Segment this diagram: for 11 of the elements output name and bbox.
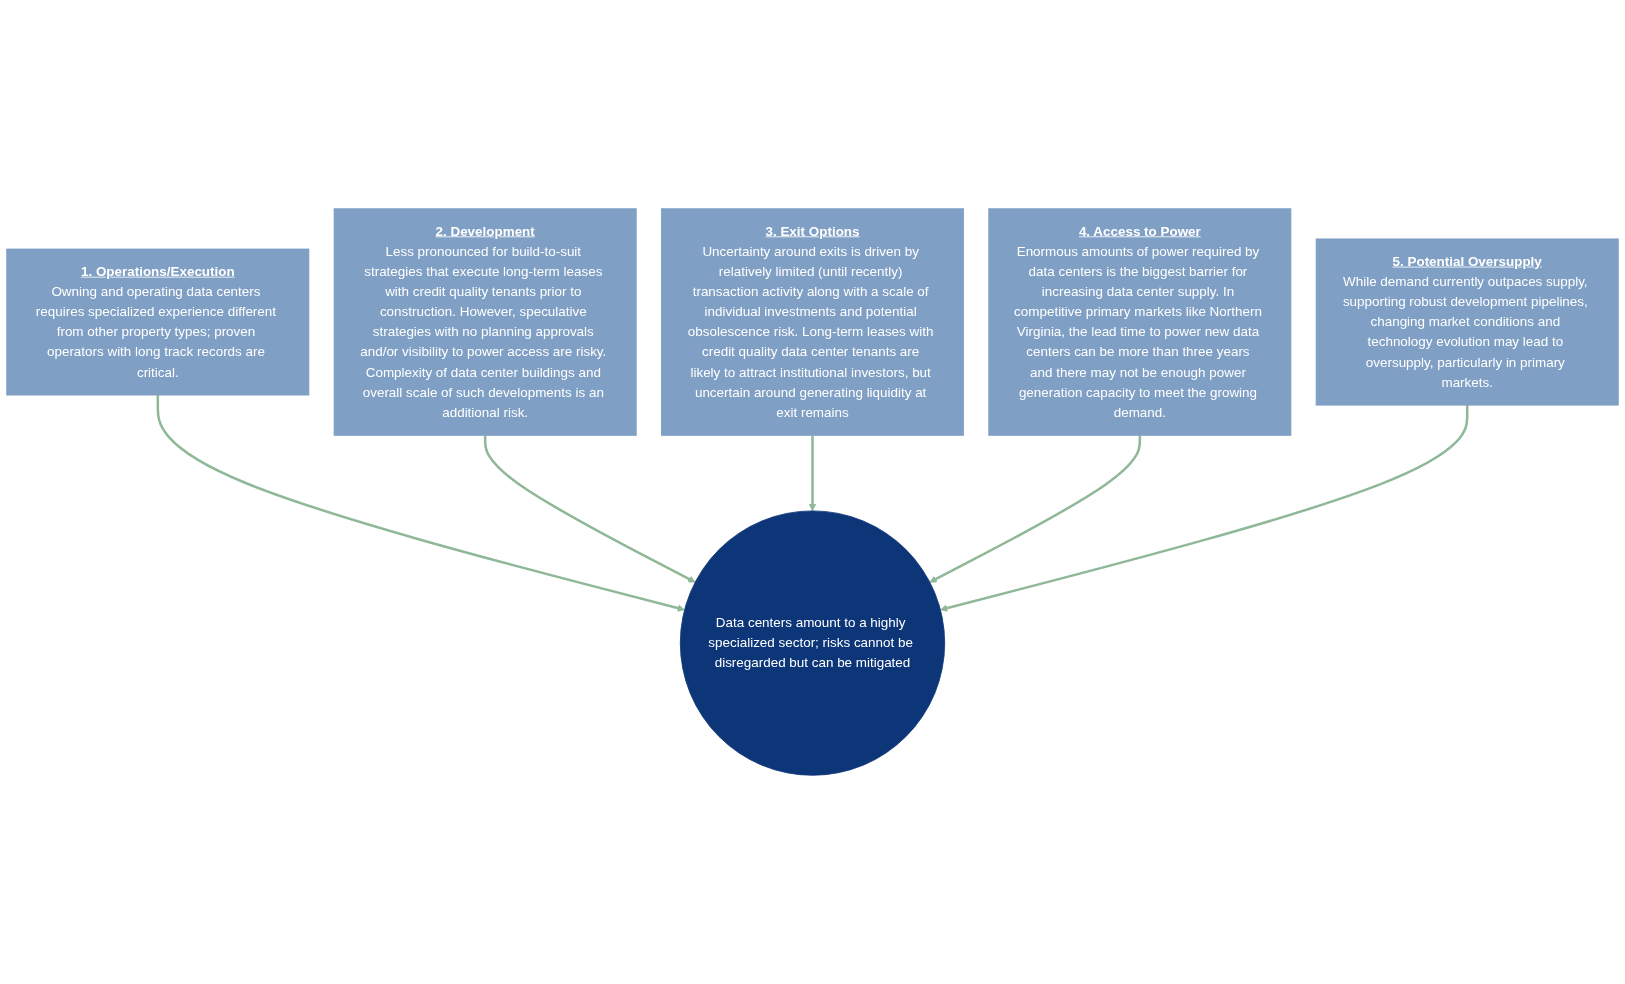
arrow — [808, 435, 817, 512]
arrow — [483, 435, 696, 583]
node-box: 3. Exit Options Uncertainty around exits is driven by relatively limited (until recently) transaction activity along with a scale of individual investments and potential obsolescence risk. Long-term leases with credit quality data center tenants are likely to attract institutional investors, but uncertain around generating liquidity at exit remains — [661, 208, 964, 436]
node-circle: Data centers amount to a highly specialized sector; risks cannot be disregarded but can be mitigated — [679, 510, 946, 776]
node-box: 1. Operations/Execution Owning and operating data centers requires specialized experience different from other property types; proven operators with long track records are critical. — [6, 248, 310, 396]
node-box: 4. Access to Power Enormous amounts of power required by data centers is the biggest barrier for increasing data center supply. In competitive primary markets like Northern Virginia, the lead time to power new data centers can be more than three years and there may not be enough power generation capacity to meet the growing demand. — [988, 208, 1292, 436]
arrow — [929, 435, 1142, 583]
arrow — [156, 395, 685, 612]
node-box: 5. Potential Oversupply While demand currently outpaces supply, supporting robust development pipelines, changing market conditions and technology evolution may lead to oversupply, particularly in primary markets. — [1315, 238, 1619, 406]
arrow — [940, 405, 1469, 612]
node-box: 2. Development Less pronounced for build-to-suit strategies that execute long-term leases with credit quality tenants prior to construction. However, speculative strategies with no planning approvals and/or visibility to power access are risky. Complexity of data center buildings and overall scale of such developments is an additional risk. — [333, 208, 637, 436]
